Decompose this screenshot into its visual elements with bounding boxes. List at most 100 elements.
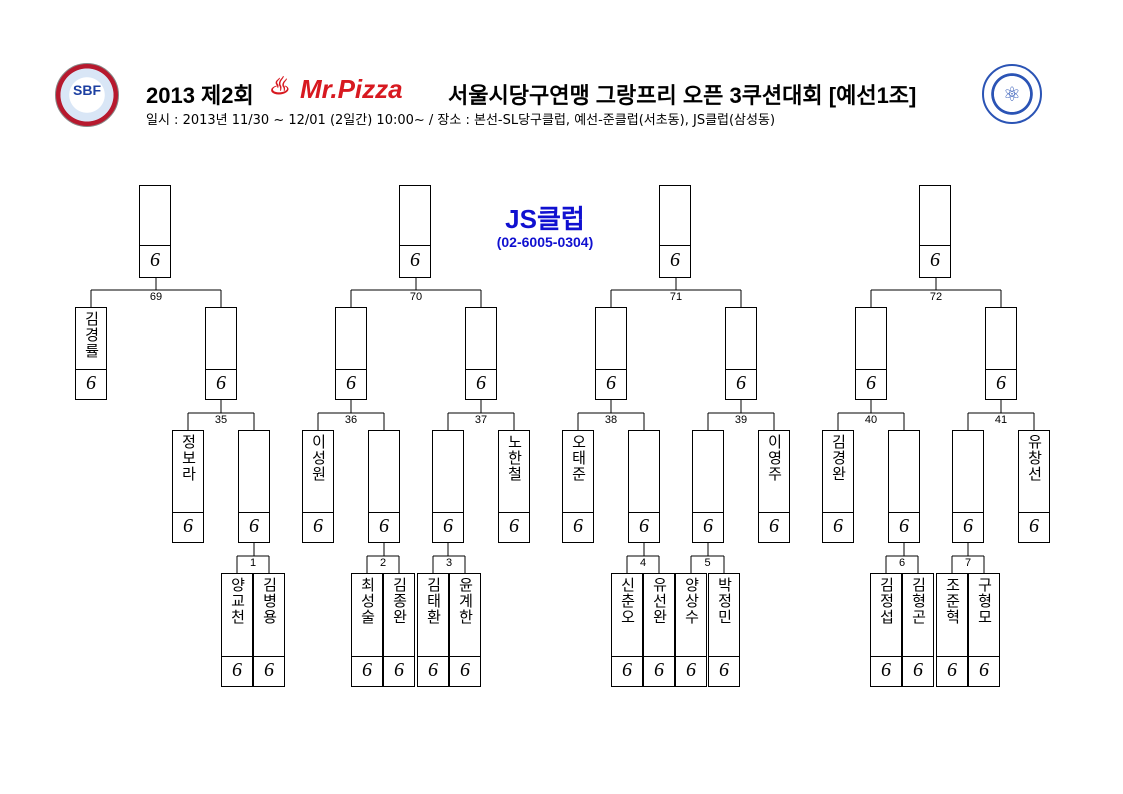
score-mark: 6 [150,249,160,271]
player-name-cell [239,431,269,513]
player-name-cell: 정보라 [173,431,203,513]
player-name-cell: 김형곤 [903,574,933,657]
player-name-cell [206,308,236,370]
match-number: 41 [994,414,1008,426]
finalist-slot[interactable]: 6 [139,185,171,278]
round1-slot[interactable]: 이영주 6 [758,430,790,543]
player-name: 김종완 [390,577,409,625]
score-mark: 6 [881,659,891,681]
player-name-cell: 유창선 [1019,431,1049,513]
player-name-cell: 노한철 [499,431,529,513]
player-name-cell [889,431,919,513]
player-name: 김정섭 [877,577,896,625]
round2-slot[interactable]: 6 [725,307,757,400]
round0-slot[interactable]: 조준혁 6 [936,573,968,687]
player-name: 김경률 [82,311,101,359]
match-number: 71 [669,291,683,303]
player-name-cell: 김태환 [418,574,448,657]
round1-slot[interactable]: 6 [692,430,724,543]
sbf-logo-text: SBF [73,82,101,98]
player-name-cell: 최성술 [352,574,382,657]
score-mark: 6 [769,515,779,537]
player-name: 유선완 [650,577,669,625]
player-name-cell: 윤계한 [450,574,480,657]
player-name-cell [726,308,756,370]
venue-phone: (02-6005-0304) [496,234,594,250]
title-prefix: 2013 제2회 [146,83,254,108]
score-mark: 6 [930,249,940,271]
player-name-cell [629,431,659,513]
score-mark: 6 [947,659,957,681]
player-name-cell: 양상수 [676,574,706,657]
player-name-cell: 오태준 [563,431,593,513]
round0-slot[interactable]: 김종완 6 [383,573,415,687]
round0-slot[interactable]: 김정섭 6 [870,573,902,687]
score-mark: 6 [313,515,323,537]
atom-icon: ⚛ [1003,82,1021,106]
score-mark: 6 [249,515,259,537]
finalist-slot[interactable]: 6 [399,185,431,278]
player-name: 유창선 [1025,434,1044,482]
event-info: 일시 : 2013년 11/30 ~ 12/01 (2일간) 10:00~ / … [146,113,776,128]
score-mark: 6 [443,515,453,537]
player-name-cell [596,308,626,370]
round2-slot[interactable]: 6 [985,307,1017,400]
score-mark: 6 [833,515,843,537]
finalist-slot[interactable]: 6 [919,185,951,278]
match-number: 70 [409,291,423,303]
finalist-slot[interactable]: 6 [659,185,691,278]
player-name: 김형곤 [909,577,928,625]
player-name-cell: 김경완 [823,431,853,513]
round2-slot[interactable]: 6 [855,307,887,400]
match-number: 3 [445,557,453,569]
round1-slot[interactable]: 6 [888,430,920,543]
player-name: 김태환 [424,577,443,625]
player-name: 조준혁 [943,577,962,625]
match-number: 6 [898,557,906,569]
score-mark: 6 [639,515,649,537]
score-mark: 6 [686,659,696,681]
round1-slot[interactable]: 6 [238,430,270,543]
player-name: 양상수 [682,577,701,625]
match-number: 40 [864,414,878,426]
score-mark: 6 [394,659,404,681]
player-name: 김병용 [260,577,279,625]
player-name-cell: 김경률 [76,308,106,370]
round2-slot[interactable]: 6 [465,307,497,400]
chef-hat-icon: ♨ [268,74,290,100]
round2-slot[interactable]: 6 [205,307,237,400]
round2-slot[interactable]: 6 [595,307,627,400]
match-number: 39 [734,414,748,426]
player-name: 박정민 [715,577,734,625]
round1-slot[interactable]: 6 [368,430,400,543]
score-mark: 6 [476,372,486,394]
round1-slot[interactable]: 6 [952,430,984,543]
round2-slot[interactable]: 6 [335,307,367,400]
round0-slot[interactable]: 양상수 6 [675,573,707,687]
round1-slot[interactable]: 6 [432,430,464,543]
score-mark: 6 [362,659,372,681]
player-name-cell [660,186,690,246]
player-name: 구형모 [975,577,994,625]
player-name: 이영주 [765,434,784,482]
player-name: 윤계한 [456,577,475,625]
round1-slot[interactable]: 6 [628,430,660,543]
player-name-cell [920,186,950,246]
